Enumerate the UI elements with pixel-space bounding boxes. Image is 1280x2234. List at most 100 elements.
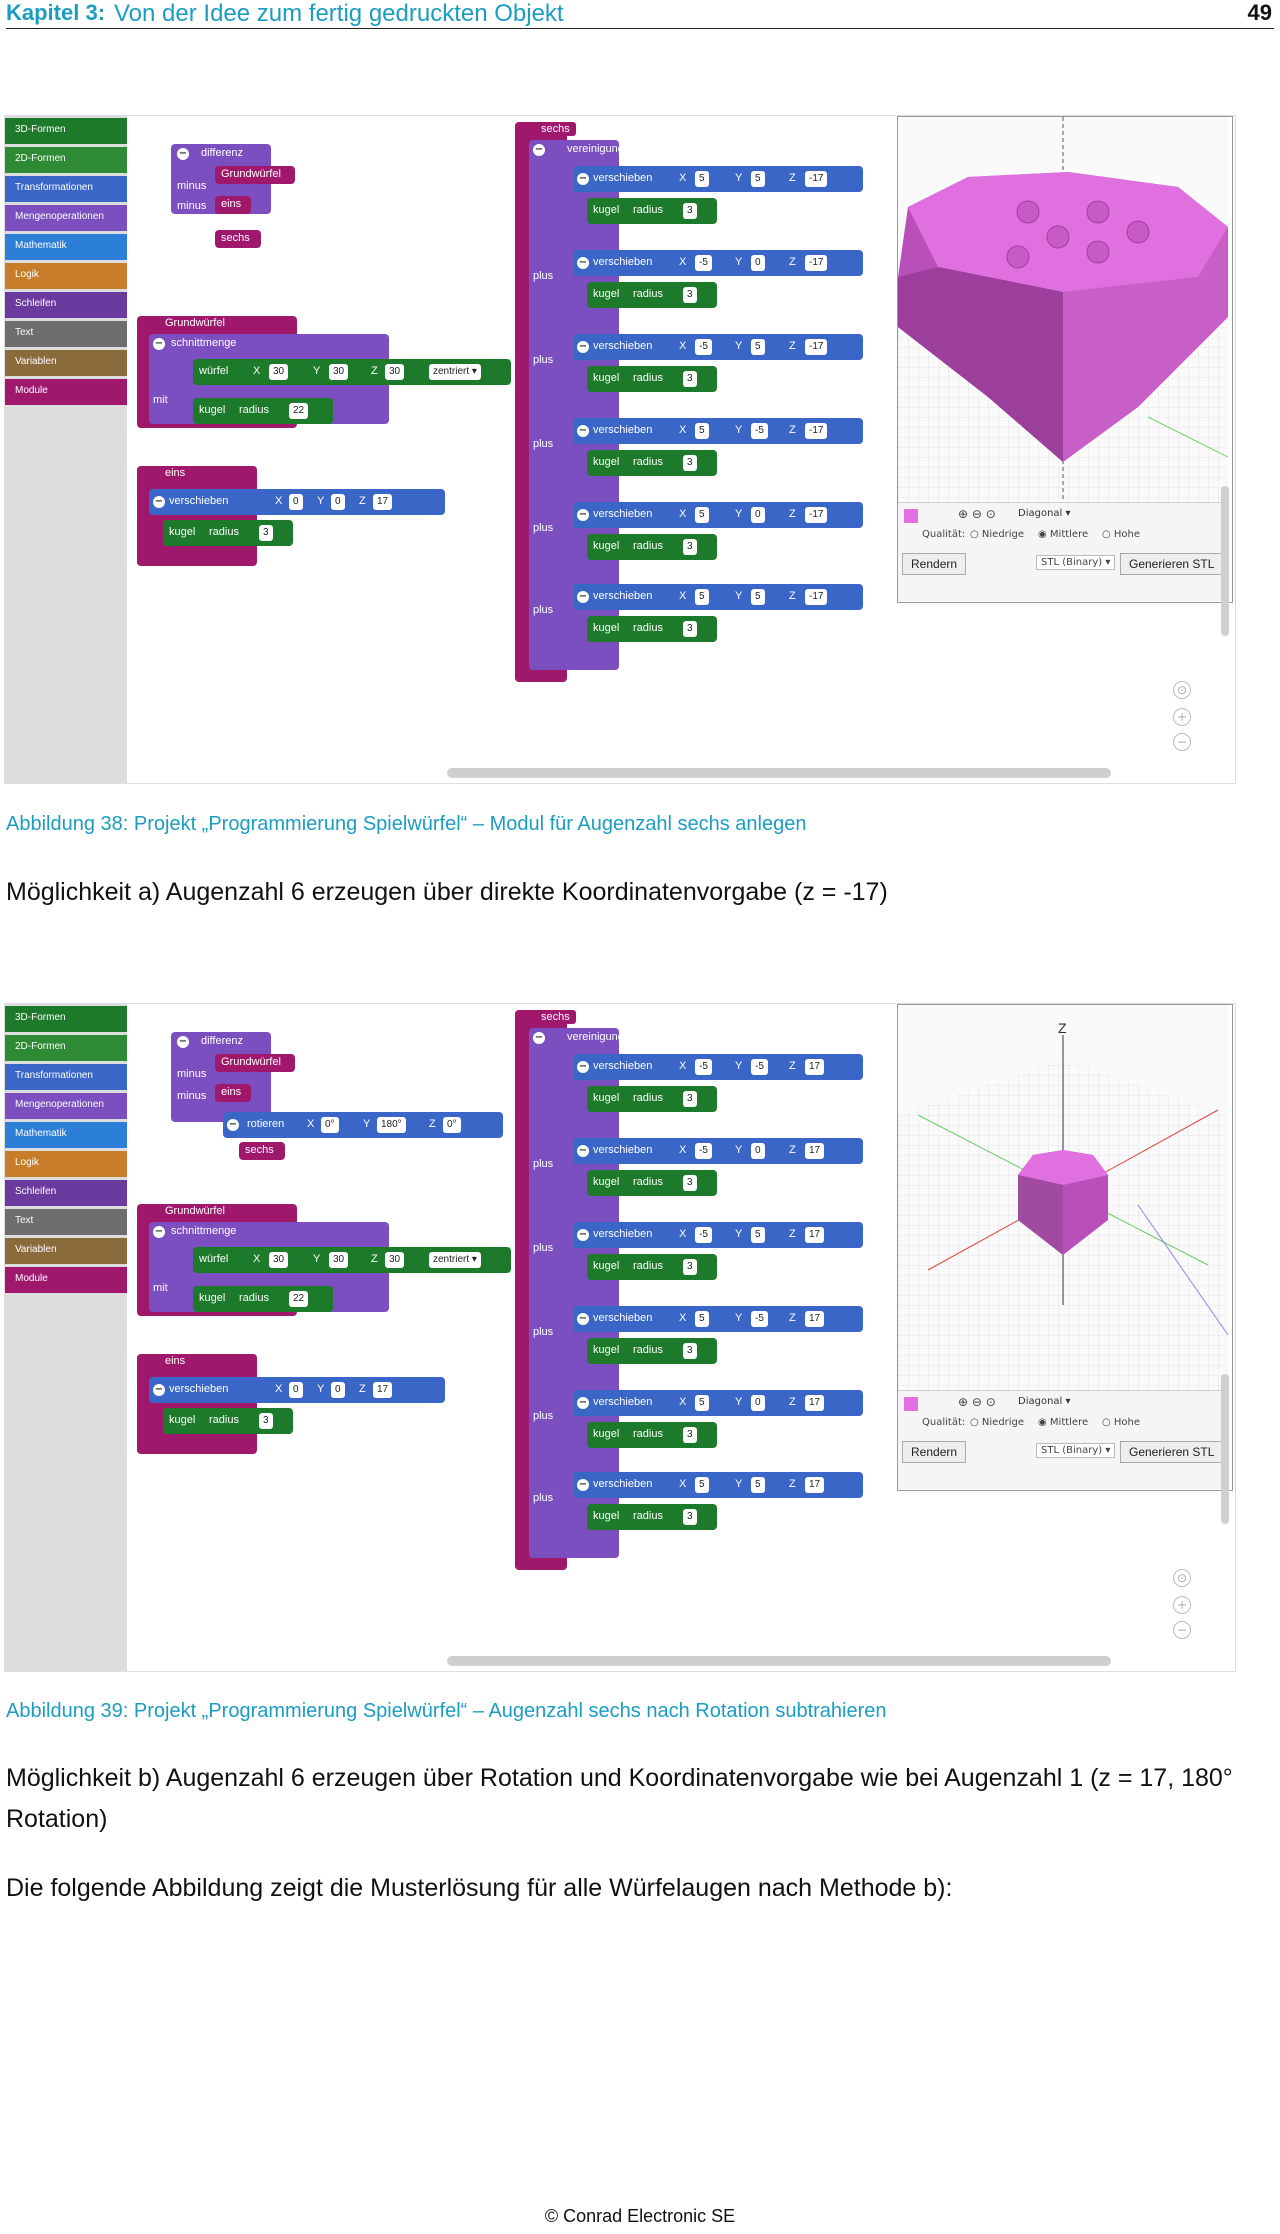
toolbox-category[interactable]: Mengenoperationen [5, 205, 127, 231]
collapse-icon[interactable]: − [177, 148, 189, 160]
value-field[interactable]: 0° [321, 1117, 339, 1133]
color-swatch[interactable] [904, 509, 918, 523]
collapse-icon[interactable]: − [153, 496, 165, 508]
toolbox-category[interactable]: 2D-Formen [5, 147, 127, 173]
zoom-out-icon[interactable]: − [1173, 1621, 1191, 1639]
translate-block[interactable]: − verschieben X 0 Y 0 Z 17 [149, 489, 445, 515]
horizontal-scrollbar[interactable] [447, 768, 1111, 778]
quality-radio-high[interactable]: ○ Hohe [1102, 1417, 1141, 1428]
value-field[interactable]: 3 [259, 1413, 273, 1429]
value-field[interactable]: -5 [695, 1143, 712, 1159]
value-field[interactable]: 5 [695, 589, 709, 605]
value-field[interactable]: 3 [683, 621, 697, 637]
cube-block[interactable]: würfel X 30 Y 30 Z 30 zentriert ▾ [193, 1247, 511, 1273]
module-ref-block[interactable]: Grundwürfel [215, 1054, 295, 1072]
value-field[interactable]: 30 [385, 364, 405, 380]
value-field[interactable]: -17 [805, 589, 828, 605]
value-field[interactable]: -17 [805, 171, 828, 187]
value-field[interactable]: 5 [751, 171, 765, 187]
collapse-icon[interactable]: − [177, 1036, 189, 1048]
value-field[interactable]: 3 [683, 371, 697, 387]
sphere-block[interactable]: kugel radius 22 [193, 398, 333, 424]
zoom-in-icon[interactable]: + [1173, 708, 1191, 726]
collapse-icon[interactable]: − [577, 1061, 589, 1073]
toolbox-category[interactable]: Mathematik [5, 234, 127, 260]
value-field[interactable]: 5 [695, 171, 709, 187]
value-field[interactable]: 3 [683, 1175, 697, 1191]
toolbox-category[interactable]: Module [5, 1267, 127, 1293]
collapse-icon[interactable]: − [577, 257, 589, 269]
value-field[interactable]: 30 [385, 1252, 405, 1268]
value-field[interactable]: -5 [695, 1227, 712, 1243]
value-field[interactable]: 0 [289, 1382, 303, 1398]
toolbox-category[interactable]: 3D-Formen [5, 1006, 127, 1032]
toolbox-category[interactable]: Transformationen [5, 176, 127, 202]
3d-viewport[interactable] [898, 117, 1229, 502]
render-button[interactable]: Rendern [902, 1441, 967, 1463]
value-field[interactable]: 17 [805, 1311, 825, 1327]
value-field[interactable]: -5 [695, 1059, 712, 1075]
module-ref-block[interactable]: eins [215, 196, 251, 214]
toolbox-category[interactable]: Variablen [5, 350, 127, 376]
module-ref-block[interactable]: sechs [215, 230, 261, 248]
collapse-icon[interactable]: − [577, 1145, 589, 1157]
collapse-icon[interactable]: − [227, 1119, 239, 1131]
collapse-icon[interactable]: − [577, 509, 589, 521]
value-field[interactable]: 17 [373, 494, 393, 510]
union-block[interactable]: − vereinigung plus plus plus plus plus [529, 1028, 624, 1558]
value-field[interactable]: 17 [805, 1059, 825, 1075]
value-field[interactable]: 30 [329, 364, 349, 380]
block-workspace[interactable]: − differenz minus minus Grundwürfel eins… [127, 1004, 897, 1671]
value-field[interactable]: 0 [331, 494, 345, 510]
quality-radio-low[interactable]: ○ Niedrige [970, 1417, 1025, 1428]
zoom-in-icon[interactable]: + [1173, 1596, 1191, 1614]
value-field[interactable]: 5 [751, 1227, 765, 1243]
value-field[interactable]: 5 [695, 1477, 709, 1493]
value-field[interactable]: 0° [443, 1117, 461, 1133]
vertical-scrollbar[interactable] [1221, 486, 1229, 636]
value-field[interactable]: 3 [683, 455, 697, 471]
quality-radio-high[interactable]: ○ Hohe [1102, 529, 1141, 540]
collapse-icon[interactable]: − [577, 1229, 589, 1241]
module-ref-block[interactable]: sechs [239, 1142, 285, 1160]
toolbox-category[interactable]: Text [5, 321, 127, 347]
toolbox-category[interactable]: Schleifen [5, 292, 127, 318]
value-field[interactable]: 5 [695, 1395, 709, 1411]
value-field[interactable]: 5 [751, 339, 765, 355]
recenter-icon[interactable]: ⊙ [1173, 681, 1191, 699]
toolbox-category[interactable]: Variablen [5, 1238, 127, 1264]
view-select[interactable]: Diagonal ▾ [1018, 1396, 1071, 1407]
value-field[interactable]: 5 [751, 1477, 765, 1493]
generate-stl-button[interactable]: Generieren STL [1120, 1441, 1224, 1463]
module-ref-block[interactable]: eins [215, 1084, 251, 1102]
zoom-out-icon[interactable]: − [1173, 733, 1191, 751]
horizontal-scrollbar[interactable] [447, 1656, 1111, 1666]
value-field[interactable]: 5 [751, 589, 765, 605]
value-field[interactable]: 22 [289, 403, 309, 419]
value-field[interactable]: -5 [751, 1059, 768, 1075]
render-button[interactable]: Rendern [902, 553, 967, 575]
3d-viewer[interactable]: Z ⊕ ⊖ ⊙ Diagonal ▾ Qualität: ○ Niedrige … [897, 1004, 1233, 1491]
value-field[interactable]: 30 [269, 364, 289, 380]
collapse-icon[interactable]: − [577, 341, 589, 353]
value-field[interactable]: -17 [805, 507, 828, 523]
vertical-scrollbar[interactable] [1221, 1374, 1229, 1524]
toolbox-category[interactable]: 3D-Formen [5, 118, 127, 144]
sphere-block[interactable]: kugel radius 3 [163, 1408, 293, 1434]
rotate-block[interactable]: − rotieren X 0° Y 180° Z 0° [223, 1112, 503, 1138]
zoom-icons[interactable]: ⊕ ⊖ ⊙ [958, 507, 996, 521]
